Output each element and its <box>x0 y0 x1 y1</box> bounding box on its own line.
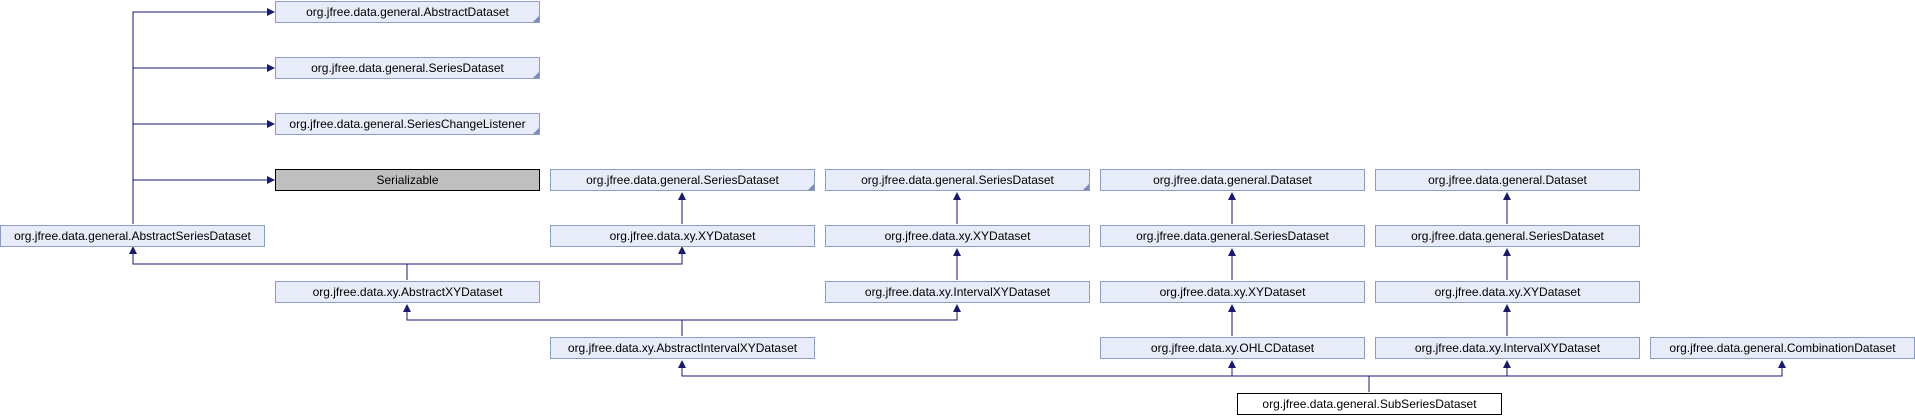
class-node-serializable[interactable]: Serializable <box>275 169 540 191</box>
class-node-interval-xy-dataset-d[interactable]: org.jfree.data.xy.IntervalXYDataset <box>1375 337 1640 359</box>
class-node-xy-dataset-d[interactable]: org.jfree.data.xy.XYDataset <box>1375 281 1640 303</box>
edge-abstract-series-to-abstract-dataset <box>132 8 275 224</box>
class-node-combination-dataset[interactable]: org.jfree.data.general.CombinationDatase… <box>1650 337 1915 359</box>
class-node-abstract-dataset[interactable]: org.jfree.data.general.AbstractDataset <box>275 1 540 23</box>
class-node-abstract-xy-dataset[interactable]: org.jfree.data.xy.AbstractXYDataset <box>275 281 540 303</box>
class-node-xy-dataset-a[interactable]: org.jfree.data.xy.XYDataset <box>550 225 815 247</box>
edge-abstract-xy-to-xy-dataset-a <box>407 246 686 265</box>
class-node-series-dataset-a[interactable]: org.jfree.data.general.SeriesDataset <box>550 169 815 191</box>
class-node-interval-xy-dataset-b[interactable]: org.jfree.data.xy.IntervalXYDataset <box>825 281 1090 303</box>
class-node-sub-series-dataset[interactable]: org.jfree.data.general.SubSeriesDataset <box>1237 393 1502 415</box>
class-node-xy-dataset-c[interactable]: org.jfree.data.xy.XYDataset <box>1100 281 1365 303</box>
class-node-series-dataset-top[interactable]: org.jfree.data.general.SeriesDataset <box>275 57 540 79</box>
class-node-series-dataset-d[interactable]: org.jfree.data.general.SeriesDataset <box>1375 225 1640 247</box>
class-node-dataset-d[interactable]: org.jfree.data.general.Dataset <box>1375 169 1640 191</box>
class-node-xy-dataset-b[interactable]: org.jfree.data.xy.XYDataset <box>825 225 1090 247</box>
class-node-abstract-interval-xy-dataset[interactable]: org.jfree.data.xy.AbstractIntervalXYData… <box>550 337 815 359</box>
edge-sub-series-to-ohlc <box>1228 360 1369 377</box>
class-node-series-change-listener[interactable]: org.jfree.data.general.SeriesChangeListe… <box>275 113 540 135</box>
edge-abstract-xy-to-abstract-series <box>129 246 407 265</box>
edge-sub-series-to-interval-d <box>1369 360 1511 377</box>
class-node-series-dataset-c[interactable]: org.jfree.data.general.SeriesDataset <box>1100 225 1365 247</box>
edge-sub-series-to-combination <box>1369 360 1786 377</box>
class-node-ohlc-dataset[interactable]: org.jfree.data.xy.OHLCDataset <box>1100 337 1365 359</box>
edge-abstract-interval-to-interval-b <box>682 304 961 321</box>
edge-sub-series-to-abstract-interval <box>678 360 1369 377</box>
edge-abstract-interval-to-abstract-xy <box>403 304 682 321</box>
class-node-dataset-c[interactable]: org.jfree.data.general.Dataset <box>1100 169 1365 191</box>
class-node-abstract-series-dataset[interactable]: org.jfree.data.general.AbstractSeriesDat… <box>0 225 265 247</box>
class-node-series-dataset-b[interactable]: org.jfree.data.general.SeriesDataset <box>825 169 1090 191</box>
